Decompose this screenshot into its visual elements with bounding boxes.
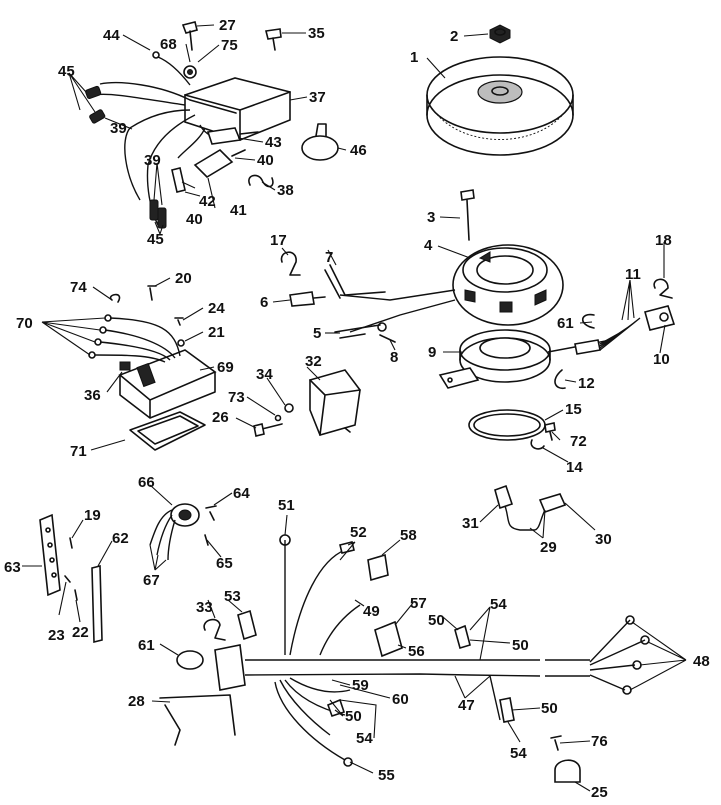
callout-11: 11 [625, 266, 641, 283]
callout-50c: 50 [541, 700, 558, 717]
callout-41: 41 [230, 202, 247, 219]
callout-34: 34 [256, 366, 273, 383]
callout-38: 38 [277, 182, 294, 199]
callout-12: 12 [578, 375, 595, 392]
callout-63: 63 [4, 559, 21, 576]
callout-18: 18 [655, 232, 672, 249]
callout-45a: 45 [58, 63, 75, 80]
callout-61a: 61 [557, 315, 574, 332]
callout-43: 43 [265, 134, 282, 151]
ignition-coil [253, 369, 361, 437]
callout-74: 74 [70, 279, 87, 296]
flywheel [426, 24, 574, 156]
callout-35: 35 [308, 25, 325, 42]
callout-50b: 50 [512, 637, 529, 654]
callout-64: 64 [233, 485, 250, 502]
callout-48: 48 [693, 653, 710, 670]
callout-39b: 39 [144, 152, 161, 169]
callout-17: 17 [270, 232, 287, 249]
callout-46: 46 [350, 142, 367, 159]
callout-65: 65 [216, 555, 233, 572]
callout-6: 6 [260, 294, 268, 311]
callout-62: 62 [112, 530, 129, 547]
callout-47: 47 [458, 697, 475, 714]
callout-75: 75 [221, 37, 238, 54]
callout-10: 10 [653, 351, 670, 368]
callout-67: 67 [143, 572, 160, 589]
callout-51: 51 [278, 497, 295, 514]
callout-76: 76 [591, 733, 608, 750]
callout-58: 58 [400, 527, 417, 544]
callout-4: 4 [424, 237, 433, 254]
callout-56: 56 [408, 643, 425, 660]
callout-68: 68 [160, 36, 177, 53]
callout-50a: 50 [428, 612, 445, 629]
callout-54b: 54 [356, 730, 373, 747]
callout-52: 52 [350, 524, 367, 541]
callout-44: 44 [103, 27, 120, 44]
spark-plug-leads [494, 484, 567, 531]
callout-70: 70 [16, 315, 33, 332]
callout-20: 20 [175, 270, 192, 287]
callout-21: 21 [208, 324, 225, 341]
callout-19: 19 [84, 507, 101, 524]
wiring-harness [159, 534, 650, 783]
callout-33: 33 [196, 599, 213, 616]
callout-59: 59 [352, 677, 369, 694]
callout-27: 27 [219, 17, 236, 34]
callout-29: 29 [540, 539, 557, 556]
callout-37: 37 [309, 89, 326, 106]
callout-labels: 1 2 3 4 5 6 7 8 9 10 11 12 14 15 17 18 1… [4, 17, 710, 801]
callout-36: 36 [84, 387, 101, 404]
callout-61b: 61 [138, 637, 155, 654]
callout-9: 9 [428, 344, 436, 361]
callout-23: 23 [48, 627, 65, 644]
callout-71: 71 [70, 443, 87, 460]
callout-50d: 50 [345, 708, 362, 725]
callout-66: 66 [138, 474, 155, 491]
callout-2: 2 [450, 28, 458, 45]
callout-24: 24 [208, 300, 225, 317]
callout-60: 60 [392, 691, 409, 708]
switch-box-group [88, 285, 217, 451]
callout-40a: 40 [257, 152, 274, 169]
callout-14: 14 [566, 459, 583, 476]
callout-72: 72 [570, 433, 587, 450]
callout-3: 3 [427, 209, 435, 226]
callout-73: 73 [228, 389, 245, 406]
callout-55: 55 [378, 767, 395, 784]
callout-45b: 45 [147, 231, 164, 248]
callout-25: 25 [591, 784, 608, 801]
timer-base [438, 278, 676, 450]
callout-32: 32 [305, 353, 322, 370]
callout-28: 28 [128, 693, 145, 710]
callout-39a: 39 [110, 120, 127, 137]
callout-15: 15 [565, 401, 582, 418]
rectifier-terminal-group [39, 503, 217, 644]
callout-54a: 54 [490, 596, 507, 613]
callout-54c: 54 [510, 745, 527, 762]
callout-5: 5 [313, 325, 321, 342]
callout-8: 8 [390, 349, 398, 366]
callout-53: 53 [224, 588, 241, 605]
callout-42: 42 [199, 193, 216, 210]
callout-69: 69 [217, 359, 234, 376]
callout-1: 1 [410, 49, 418, 66]
callout-31: 31 [462, 515, 479, 532]
callout-40b: 40 [186, 211, 203, 228]
leader-lines [22, 24, 687, 792]
callout-22: 22 [72, 624, 89, 641]
stator-assembly [280, 189, 564, 343]
callout-7: 7 [325, 249, 333, 266]
callout-49: 49 [363, 603, 380, 620]
callout-26: 26 [212, 409, 229, 426]
callout-57: 57 [410, 595, 427, 612]
callout-30: 30 [595, 531, 612, 548]
